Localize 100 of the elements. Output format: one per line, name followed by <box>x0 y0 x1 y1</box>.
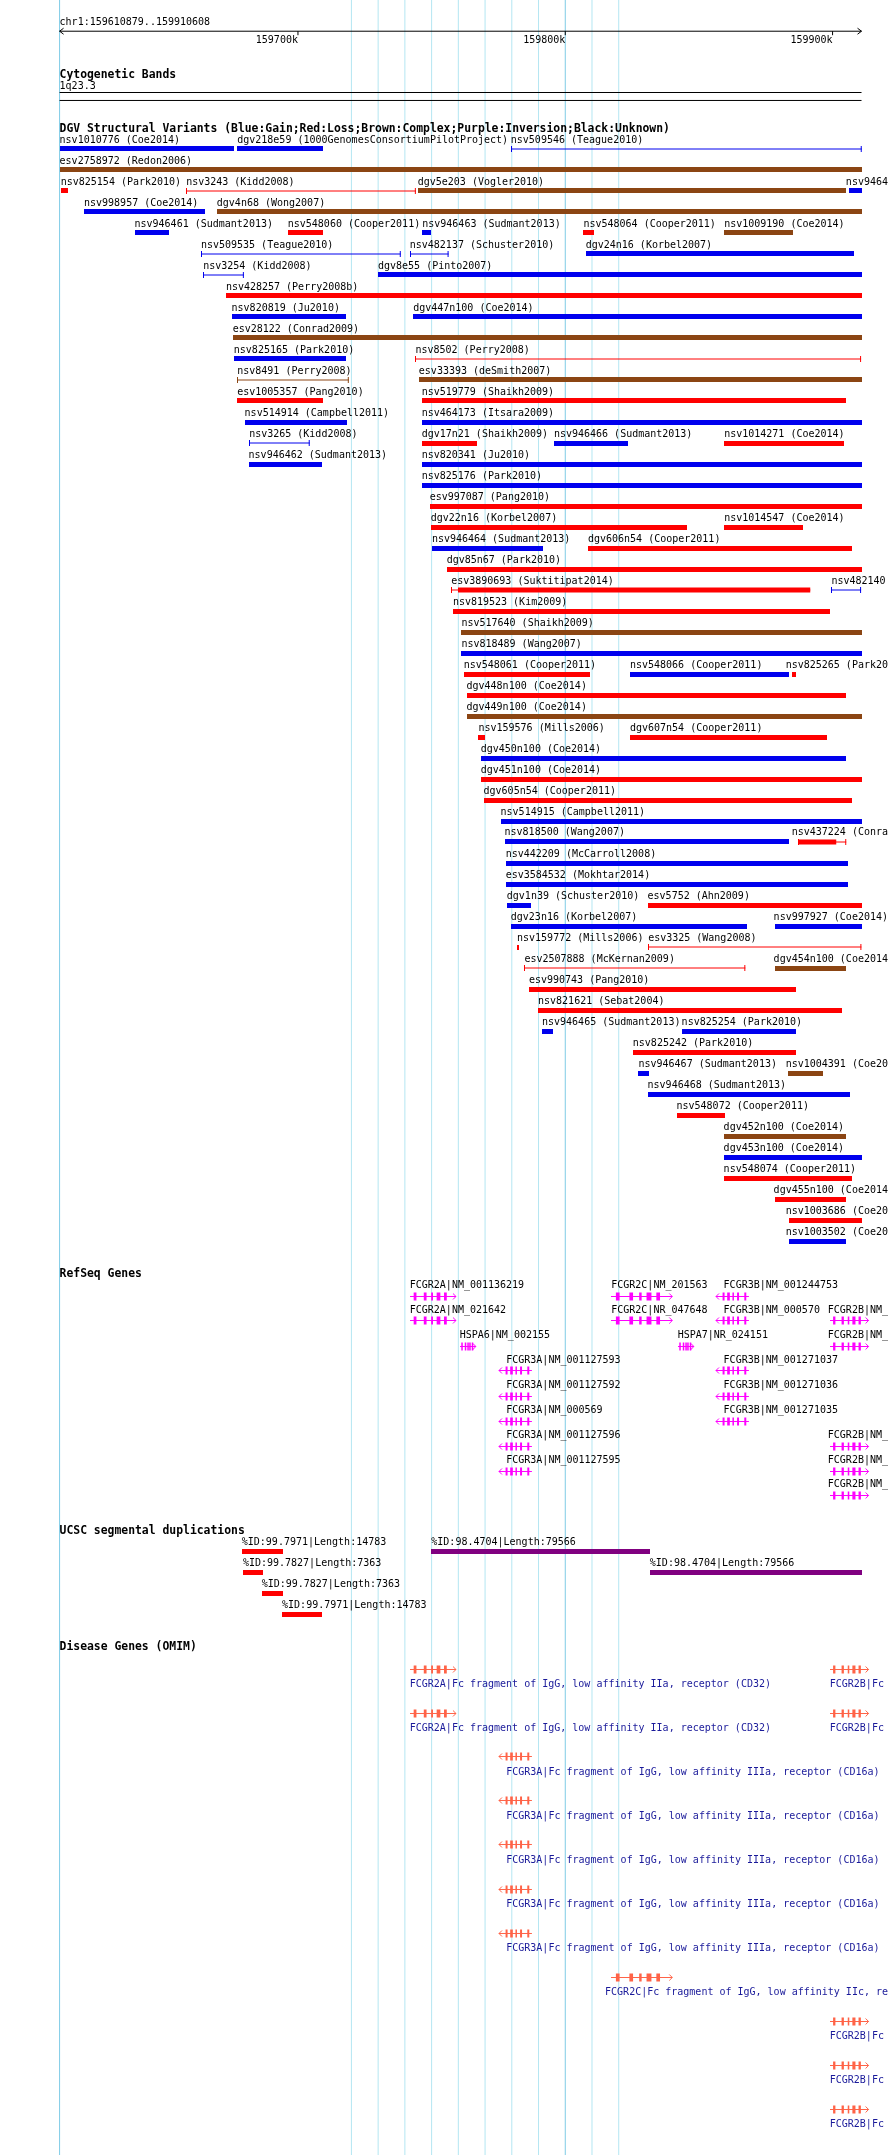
feature-label: dgv450n100 (Coe2014) <box>480 743 602 755</box>
feature-label: nsv437224 (Conra <box>791 826 888 838</box>
feature-label: esv5752 (Ahn2009) <box>647 890 750 902</box>
feature-label: nsv946467 (Sudmant2013) <box>638 1058 777 1070</box>
scale-label: 159800k <box>523 34 566 46</box>
feature-label: nsv3254 (Kidd2008) <box>203 259 312 271</box>
feature-label: FCGR2C|NM_201563 <box>611 1279 708 1291</box>
feature-label: nsv1003502 (Coe20 <box>785 1226 888 1238</box>
track-title: UCSC segmental duplications <box>59 1523 245 1536</box>
feature-label: nsv818489 (Wang2007) <box>461 638 582 650</box>
feature-label: esv1005357 (Pang2010) <box>237 385 364 397</box>
feature-label: nsv548074 (Cooper2011) <box>723 1163 857 1175</box>
feature-label: dgv455n100 (Coe2014 <box>773 1184 888 1196</box>
feature-label: dgv605n54 (Cooper2011) <box>483 785 616 797</box>
scale-label: 159700k <box>255 34 298 46</box>
feature-label: nsv548060 (Cooper2011) <box>287 217 421 229</box>
feature-label: nsv519779 (Shaikh2009) <box>421 385 555 397</box>
feature-label: dgv454n100 (Coe2014 <box>773 953 888 965</box>
feature-label: nsv548066 (Cooper2011) <box>629 659 763 671</box>
feature-label: FCGR2B|NM_ <box>827 1429 888 1440</box>
feature-label: FCGR2A|NM_001136219 <box>409 1279 525 1291</box>
feature-label: dgv451n100 (Coe2014) <box>480 764 602 776</box>
feature-label: nsv3265 (Kidd2008) <box>249 428 358 440</box>
feature-label: FCGR2C|Fc fragment of IgG, low affinity IIc, re <box>605 1985 888 1997</box>
feature-label: nsv548064 (Cooper2011) <box>583 217 716 229</box>
feature-label: nsv548061 (Cooper2011) <box>463 659 597 671</box>
feature-label: nsv946461 (Sudmant2013) <box>134 217 273 229</box>
feature-label: nsv517640 (Shaikh2009) <box>461 617 594 629</box>
feature-label: nsv514915 (Campbell2011) <box>500 806 646 818</box>
feature-label: nsv946465 (Sudmant2013) <box>542 1016 681 1028</box>
feature-label: nsv998957 (Coe2014) <box>84 196 199 208</box>
feature-label: esv33393 (deSmith2007) <box>418 364 552 376</box>
feature-label: esv28122 (Conrad2009) <box>232 322 360 334</box>
feature-label: esv3325 (Wang2008) <box>648 932 757 944</box>
feature-label: nsv1014271 (Coe2014) <box>724 428 845 440</box>
feature-label: esv3890693 (Suktitipat2014) <box>451 575 614 587</box>
feature-label: %ID:98.4704|Length:79566 <box>649 1557 795 1569</box>
feature-label: HSPA7|NR_024151 <box>677 1329 768 1341</box>
feature-label: nsv946464 (Sudmant2013) <box>431 533 571 545</box>
feature-label: %ID:99.7827|Length:7363 <box>242 1557 382 1569</box>
track-title: RefSeq Genes <box>59 1267 142 1280</box>
feature-label: FCGR3B|NM_001244753 <box>723 1279 838 1291</box>
feature-label: %ID:98.4704|Length:79566 <box>431 1535 576 1547</box>
feature-label: FCGR2B|NM_ <box>827 1454 888 1465</box>
feature-label: dgv85n67 (Park2010) <box>446 554 562 566</box>
feature-label: FCGR2B|Fc <box>829 1678 884 1690</box>
feature-label: esv2758972 (Redon2006) <box>59 154 193 166</box>
track-title: Cytogenetic Bands <box>59 67 177 80</box>
feature-label: FCGR3A|NM_001127595 <box>506 1454 621 1465</box>
feature-label: dgv5e203 (Vogler2010) <box>417 175 545 187</box>
feature-label: nsv8491 (Perry2008) <box>237 364 352 376</box>
feature-label: %ID:99.7971|Length:14783 <box>282 1598 427 1610</box>
feature-label: nsv825176 (Park2010) <box>421 470 543 482</box>
feature-label: nsv3243 (Kidd2008) <box>186 175 295 187</box>
feature-label: dgv22n16 (Korbel2007) <box>430 512 558 524</box>
feature-label: nsv159576 (Mills2006) <box>478 722 605 734</box>
feature-label: nsv514914 (Campbell2011) <box>244 407 390 419</box>
feature-label: dgv1n39 (Schuster2010) <box>506 890 640 902</box>
feature-label: FCGR3A|Fc fragment of IgG, low affinity IIIa, receptor (CD16a) <box>506 1765 880 1777</box>
track-title: Disease Genes (OMIM) <box>59 1639 197 1652</box>
feature-label: FCGR3A|Fc fragment of IgG, low affinity IIIa, receptor (CD16a) <box>506 1898 880 1910</box>
feature-label: nsv821621 (Sebat2004) <box>538 995 665 1007</box>
feature-label: nsv820341 (Ju2010) <box>421 449 531 461</box>
feature-label: dgv17n21 (Shaikh2009) <box>421 428 549 440</box>
feature-label: FCGR3A|NM_001127593 <box>506 1353 621 1365</box>
feature-label: dgv447n100 (Coe2014) <box>413 301 534 313</box>
feature-label: FCGR2B|Fc <box>829 2073 884 2085</box>
feature-label: dgv606n54 (Cooper2011) <box>587 533 721 545</box>
feature-label: esv997087 (Pang2010) <box>429 491 551 503</box>
feature-label: FCGR3A|Fc fragment of IgG, low affinity IIIa, receptor (CD16a) <box>506 1853 880 1865</box>
feature-label: esv2507888 (McKernan2009) <box>524 953 675 965</box>
feature-label: FCGR3B|NM_000570 <box>723 1303 820 1315</box>
feature-label: FCGR2B|NM_ <box>827 1303 888 1315</box>
feature-label: FCGR2B|NM_ <box>827 1329 888 1341</box>
feature-label: FCGR3A|NM_000569 <box>506 1404 603 1416</box>
feature-label: nsv825254 (Park2010) <box>681 1016 803 1028</box>
feature-label: FCGR2B|NM_ <box>827 1478 888 1490</box>
feature-label: nsv819523 (Kim2009) <box>452 596 568 608</box>
feature-label: nsv946466 (Sudmant2013) <box>553 428 693 440</box>
feature-label: dgv607n54 (Cooper2011) <box>629 722 763 734</box>
feature-label: dgv4n68 (Wong2007) <box>216 196 326 208</box>
feature-label: esv3584532 (Mokhtar2014) <box>505 869 651 881</box>
feature-label: nsv946462 (Sudmant2013) <box>248 449 388 461</box>
feature-label: nsv482140 <box>831 575 886 587</box>
feature-label: dgv449n100 (Coe2014) <box>466 701 587 713</box>
band-label: 1q23.3 <box>59 80 96 92</box>
feature-label: nsv820819 (Ju2010) <box>231 301 340 313</box>
feature-label: nsv946468 (Sudmant2013) <box>647 1079 787 1091</box>
feature-label: nsv428257 (Perry2008b) <box>225 280 359 292</box>
feature-label: nsv509535 (Teague2010) <box>200 238 334 250</box>
feature-label: FCGR3A|Fc fragment of IgG, low affinity IIIa, receptor (CD16a) <box>506 1809 880 1821</box>
feature-label: nsv825265 (Park20 <box>785 659 888 671</box>
feature-label: esv990743 (Pang2010) <box>528 974 650 986</box>
feature-label: FCGR2A|Fc fragment of IgG, low affinity IIa, receptor (CD32) <box>409 1721 771 1733</box>
scale-label: 159900k <box>790 34 833 46</box>
feature-label: FCGR2A|Fc fragment of IgG, low affinity IIa, receptor (CD32) <box>409 1678 771 1690</box>
feature-label: FCGR3A|Fc fragment of IgG, low affinity IIIa, receptor (CD16a) <box>506 1942 880 1954</box>
feature-label: FCGR2A|NM_021642 <box>409 1303 507 1315</box>
feature-label: nsv1004391 (Coe20 <box>785 1058 888 1070</box>
feature-label: FCGR3B|NM_001271036 <box>723 1379 838 1391</box>
